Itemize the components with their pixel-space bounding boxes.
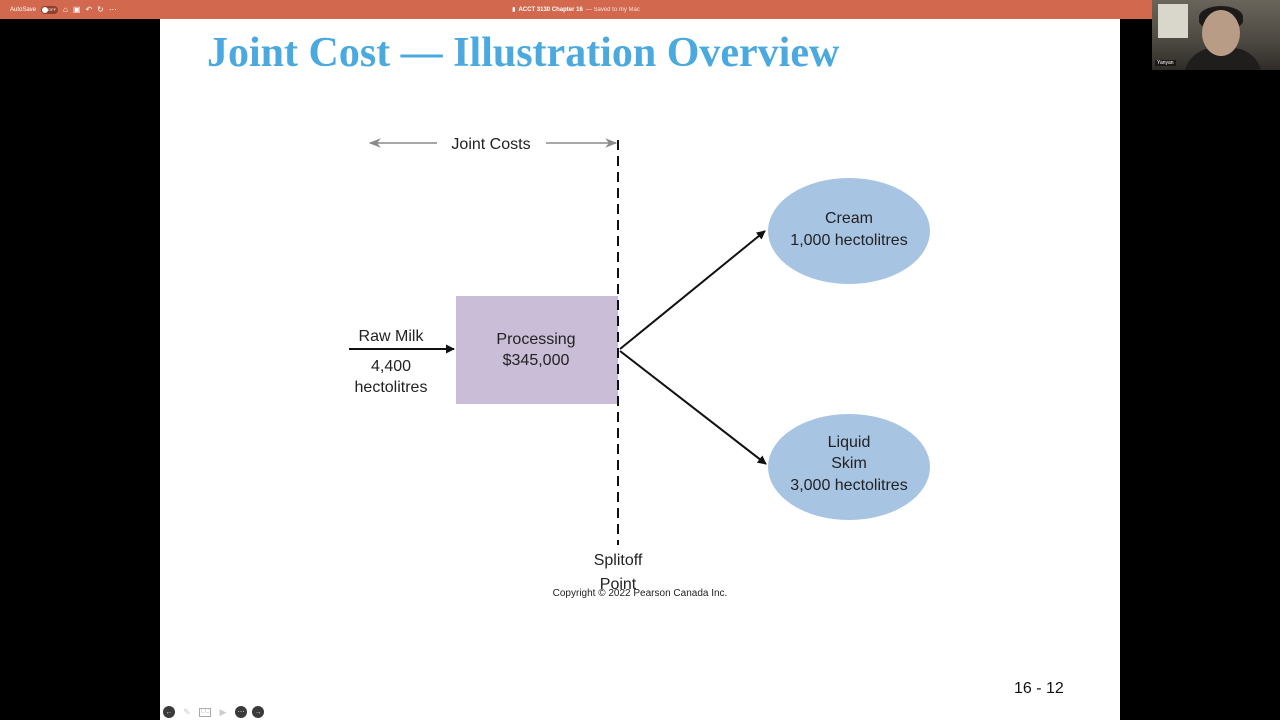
splitoff-label-line2: Point	[600, 576, 637, 593]
cream-ellipse	[768, 178, 930, 284]
webcam-background-window	[1158, 4, 1188, 38]
previous-slide-icon[interactable]: ←	[163, 706, 175, 718]
raw-milk-label: Raw Milk	[359, 328, 425, 345]
quick-access-toolbar: AutoSave OFF ⌂ ▣ ↶ ↻ ⋯	[10, 0, 117, 19]
closed-captions-icon[interactable]: CC	[199, 707, 211, 717]
autosave-label: AutoSave	[10, 6, 37, 13]
slide: Joint Cost — Illustration Overview Joint…	[160, 19, 1120, 720]
document-title-area: ▮ ACCT 3130 Chapter 16 — Saved to my Mac	[0, 0, 1152, 19]
redo-icon[interactable]: ↻	[97, 4, 104, 14]
joint-cost-diagram: Joint Costs Processing $345,000 Raw Milk…	[349, 136, 930, 593]
slide-title: Joint Cost — Illustration Overview	[207, 30, 840, 76]
app-titlebar: AutoSave OFF ⌂ ▣ ↶ ↻ ⋯ ▮ ACCT 3130 Chapt…	[0, 0, 1152, 19]
processing-box	[456, 296, 618, 404]
slide-number: 16 - 12	[1014, 680, 1064, 697]
cream-label: Cream	[825, 210, 873, 227]
liquid-skim-quantity: 3,000 hectolitres	[790, 477, 907, 494]
cream-quantity: 1,000 hectolitres	[790, 232, 907, 249]
more-icon[interactable]: ⋯	[108, 4, 117, 14]
copyright-notice: Copyright © 2022 Pearson Canada Inc.	[552, 588, 728, 599]
liquid-skim-ellipse	[768, 414, 930, 520]
video-off-icon[interactable]: ▶	[219, 706, 227, 717]
liquid-skim-label-line1: Liquid	[828, 434, 871, 451]
autosave-state: OFF	[48, 7, 57, 12]
webcam-person-face	[1202, 10, 1240, 56]
participant-name: Yanyan	[1155, 60, 1176, 66]
joint-costs-label: Joint Costs	[451, 136, 530, 153]
presentation-file-icon: ▮	[512, 6, 516, 13]
webcam-video: Yanyan	[1152, 0, 1280, 70]
raw-milk-quantity: 4,400	[371, 358, 411, 375]
webcam-person-body	[1184, 48, 1262, 70]
arrow-to-cream	[619, 230, 766, 350]
pen-icon[interactable]: ✎	[183, 706, 191, 717]
save-icon[interactable]: ▣	[72, 4, 81, 14]
splitoff-label-line1: Splitoff	[594, 552, 643, 569]
slideshow-controls: ← ✎ CC ▶ ⋯ →	[163, 704, 264, 720]
liquid-skim-label-line2: Skim	[831, 455, 867, 472]
document-title: ACCT 3130 Chapter 16	[518, 6, 583, 13]
raw-milk-unit: hectolitres	[355, 379, 428, 396]
more-options-icon[interactable]: ⋯	[235, 706, 247, 718]
home-icon[interactable]: ⌂	[63, 4, 68, 14]
processing-label: Processing	[496, 331, 575, 348]
undo-icon[interactable]: ↶	[85, 4, 93, 14]
autosave-toggle[interactable]: OFF	[41, 5, 59, 14]
arrow-to-liquid-skim	[619, 350, 767, 465]
next-slide-icon[interactable]: →	[252, 706, 264, 718]
save-status: — Saved to my Mac	[585, 6, 640, 13]
processing-cost: $345,000	[503, 352, 570, 369]
